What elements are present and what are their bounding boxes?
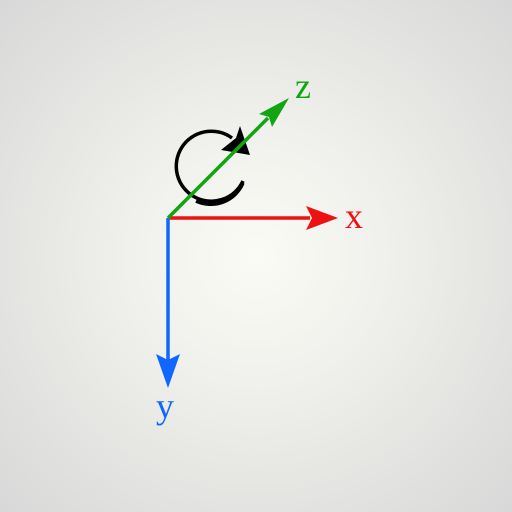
y-axis-label: y (156, 386, 174, 426)
x-axis: x (168, 196, 363, 236)
z-axis: z (166, 66, 311, 220)
x-axis-label: x (345, 196, 363, 236)
rotation-circle (174, 129, 245, 207)
z-axis-arrowhead (259, 98, 289, 127)
rotation-arrow (174, 126, 250, 207)
rotation-arrowhead (221, 126, 250, 155)
y-axis-arrowhead (156, 354, 180, 388)
z-axis-line (166, 116, 270, 220)
y-axis: y (156, 218, 180, 426)
z-axis-label: z (295, 66, 311, 106)
x-axis-arrowhead (306, 206, 338, 230)
